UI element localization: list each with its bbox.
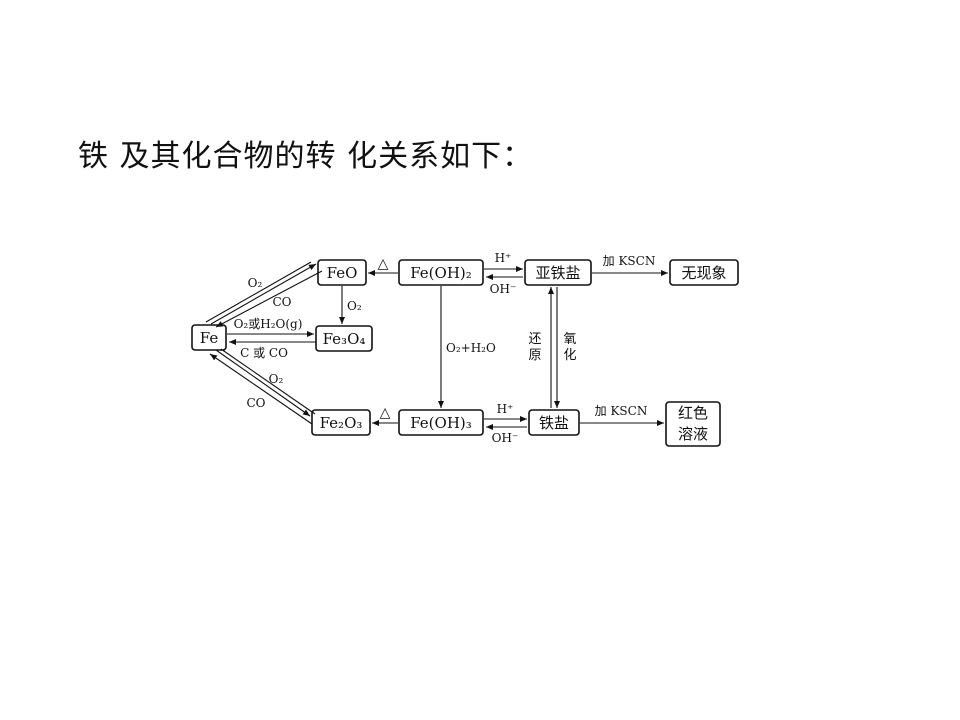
svg-text:Fe₃O₄: Fe₃O₄ (323, 330, 366, 348)
svg-text:加 KSCN: 加 KSCN (603, 254, 656, 268)
svg-text:O₂: O₂ (269, 372, 284, 386)
svg-text:OH⁻: OH⁻ (490, 282, 517, 296)
node-fe: Fe (191, 324, 227, 351)
edge-feoh2-feoh3: O₂+H₂O (438, 286, 496, 408)
svg-text:△: △ (380, 405, 391, 421)
edge-fe-feo: O₂ CO (205, 261, 323, 328)
svg-text:H⁺: H⁺ (497, 402, 514, 416)
svg-text:还: 还 (528, 332, 541, 347)
svg-text:铁盐: 铁盐 (539, 414, 569, 432)
svg-text:OH⁻: OH⁻ (492, 431, 519, 445)
node-red-solution: 红色 溶液 (665, 401, 721, 447)
svg-text:化: 化 (563, 348, 576, 363)
node-no-phenomenon: 无现象 (669, 259, 739, 286)
svg-text:红色: 红色 (678, 404, 708, 422)
svg-text:Fe: Fe (200, 329, 219, 347)
svg-text:原: 原 (528, 348, 541, 363)
slide-title: 铁 及其化合物的转 化关系如下： (78, 139, 534, 174)
edge-fe-fe3o4: O₂或H₂O(g) C 或 CO (227, 317, 316, 360)
svg-text:△: △ (378, 256, 389, 272)
svg-text:C 或 CO: C 或 CO (240, 346, 288, 360)
edge-feoh3-ferric: H⁺ OH⁻ (484, 402, 527, 445)
edge-ferrous-kscn: 加 KSCN (592, 254, 668, 276)
edge-fe-fe2o3: O₂ CO (209, 348, 316, 425)
svg-text:加 KSCN: 加 KSCN (595, 404, 648, 418)
svg-text:CO: CO (246, 396, 265, 410)
svg-text:O₂: O₂ (347, 299, 362, 313)
node-fe2o3: Fe₂O₃ (311, 409, 371, 436)
svg-text:O₂+H₂O: O₂+H₂O (446, 341, 496, 355)
edge-feoh2-ferrous: H⁺ OH⁻ (484, 251, 523, 296)
svg-text:H⁺: H⁺ (495, 251, 512, 265)
svg-text:氧: 氧 (563, 332, 576, 347)
svg-text:Fe₂O₃: Fe₂O₃ (320, 414, 363, 432)
svg-text:溶液: 溶液 (678, 425, 708, 443)
svg-text:Fe(OH)₃: Fe(OH)₃ (410, 414, 472, 432)
node-feoh2: Fe(OH)₂ (398, 259, 484, 286)
edge-feo-fe3o4: O₂ (339, 286, 362, 324)
svg-text:Fe(OH)₂: Fe(OH)₂ (410, 264, 472, 282)
edge-feoh2-feo: △ (368, 256, 398, 276)
edge-ferrous-ferric: 还 原 氧 化 (528, 287, 577, 408)
node-fe3o4: Fe₃O₄ (315, 325, 373, 352)
node-ferrous-salt: 亚铁盐 (524, 259, 592, 286)
edge-ferric-kscn: 加 KSCN (580, 404, 664, 426)
node-feo: FeO (317, 259, 367, 286)
svg-text:O₂: O₂ (248, 276, 263, 290)
node-ferric-salt: 铁盐 (528, 409, 580, 436)
svg-text:无现象: 无现象 (681, 264, 726, 282)
svg-text:亚铁盐: 亚铁盐 (535, 264, 580, 282)
svg-text:O₂或H₂O(g): O₂或H₂O(g) (234, 317, 303, 331)
svg-text:FeO: FeO (327, 264, 358, 282)
node-feoh3: Fe(OH)₃ (398, 409, 484, 436)
svg-text:CO: CO (272, 295, 291, 309)
edge-feoh3-fe2o3: △ (372, 405, 398, 426)
